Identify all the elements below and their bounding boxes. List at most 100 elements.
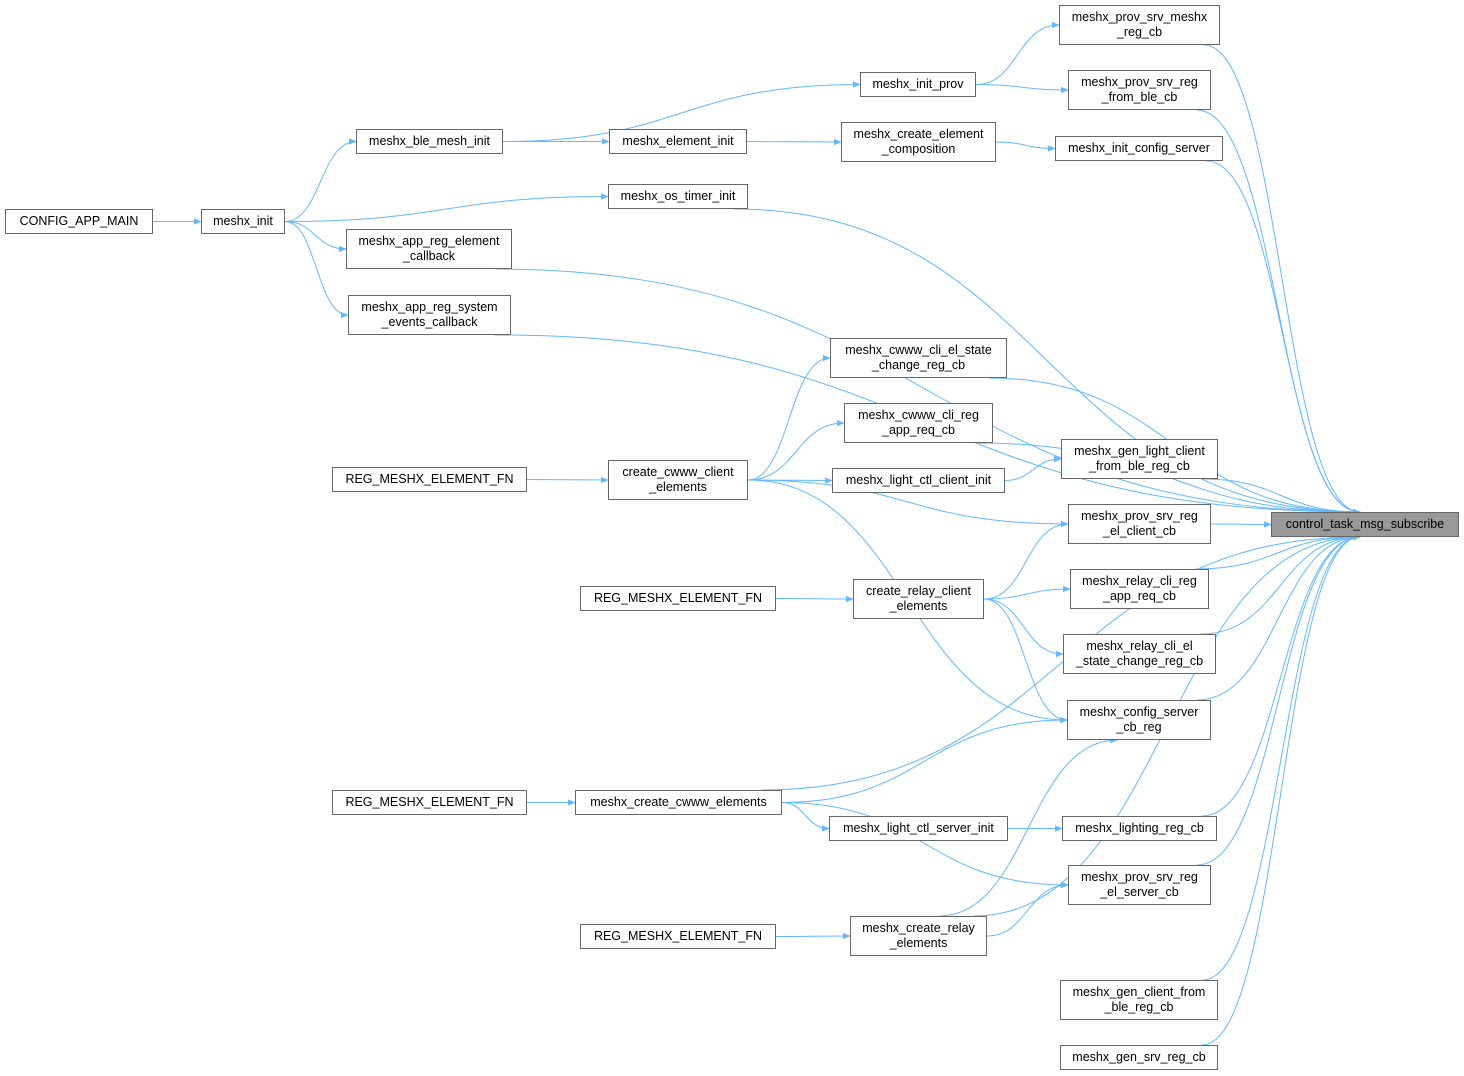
node-label: meshx_config_server _cb_reg — [1079, 705, 1199, 734]
node-app-reg-sys-cb[interactable]: meshx_app_reg_system _events_callback — [348, 295, 511, 335]
node-app-reg-elem-cb[interactable]: meshx_app_reg_element _callback — [346, 229, 512, 269]
edge-prov_srv_reg_from_ble_cb-to-target — [1196, 109, 1361, 516]
edge-create_cwww_client-to-cwww_cli_el_state — [747, 354, 831, 481]
node-meshx-init[interactable]: meshx_init — [201, 209, 285, 234]
edge-init_prov-to-prov_srv_meshx_reg_cb — [975, 21, 1060, 85]
node-label: meshx_relay_cli_el _state_change_reg_cb — [1075, 639, 1204, 668]
edge-prov_srv_el_server-to-target — [1196, 533, 1361, 866]
node-create-cwww-client[interactable]: create_cwww_client _elements — [608, 460, 748, 500]
node-ble-mesh-init[interactable]: meshx_ble_mesh_init — [356, 129, 503, 154]
node-config-server-cb-reg[interactable]: meshx_config_server _cb_reg — [1067, 700, 1211, 740]
node-gen-light-client[interactable]: meshx_gen_light_client _from_ble_reg_cb — [1061, 439, 1218, 479]
node-label: meshx_cwww_cli_el_state _change_reg_cb — [845, 343, 992, 372]
edge-create_cwww_elements-to-light_ctl_server_init — [781, 802, 830, 832]
edge-light_ctl_client_init-to-gen_light_client — [1004, 455, 1062, 481]
node-prov-srv-meshx-reg-cb[interactable]: meshx_prov_srv_meshx _reg_cb — [1059, 5, 1220, 45]
node-reg2[interactable]: REG_MESHX_ELEMENT_FN — [580, 586, 776, 611]
node-relay-cli-el-state[interactable]: meshx_relay_cli_el _state_change_reg_cb — [1063, 634, 1216, 674]
node-gen-client-from-ble[interactable]: meshx_gen_client_from _ble_reg_cb — [1060, 980, 1218, 1020]
edge-init_prov-to-prov_srv_reg_from_ble_cb — [975, 84, 1069, 94]
node-light-ctl-server-init[interactable]: meshx_light_ctl_server_init — [829, 816, 1008, 841]
edge-prov_srv_meshx_reg_cb-to-target — [1203, 44, 1361, 516]
edge-create_relay_client-to-prov_srv_el_client — [983, 520, 1069, 600]
node-label: meshx_init_config_server — [1068, 141, 1210, 155]
edge-ble_mesh_init-to-init_prov — [502, 81, 861, 142]
node-cwww-cli-reg-app[interactable]: meshx_cwww_cli_reg _app_req_cb — [844, 403, 993, 443]
node-label: meshx_init — [213, 214, 273, 228]
node-create-elem-comp[interactable]: meshx_create_element _composition — [841, 122, 996, 162]
edge-gen_client_from_ble-to-target — [1202, 533, 1361, 981]
edge-create_relay_client-to-relay_cli_reg_app — [983, 585, 1071, 600]
node-os-timer-init[interactable]: meshx_os_timer_init — [608, 184, 748, 209]
node-label: meshx_light_ctl_client_init — [845, 473, 992, 487]
node-label: control_task_msg_subscribe — [1285, 517, 1445, 531]
node-label: REG_MESHX_ELEMENT_FN — [593, 591, 763, 605]
node-label: meshx_element_init — [622, 134, 734, 148]
node-label: meshx_lighting_reg_cb — [1075, 821, 1204, 835]
edge-create_relay_elements-to-config_server_cb_reg — [939, 736, 1119, 917]
node-label: meshx_gen_srv_reg_cb — [1072, 1050, 1206, 1064]
node-label: meshx_prov_srv_reg _from_ble_cb — [1081, 75, 1198, 104]
edge-create_relay_client-to-config_server_cb_reg — [983, 598, 1068, 724]
node-label: meshx_create_cwww_elements — [590, 795, 767, 809]
edge-config_server_cb_reg-to-target — [1196, 533, 1361, 701]
node-label: meshx_app_reg_element _callback — [358, 234, 500, 263]
node-label: meshx_relay_cli_reg _app_req_cb — [1082, 574, 1197, 603]
node-label: create_relay_client _elements — [866, 584, 971, 613]
node-label: create_cwww_client _elements — [622, 465, 734, 494]
node-prov-srv-reg-from-ble-cb[interactable]: meshx_prov_srv_reg _from_ble_cb — [1068, 70, 1211, 110]
edge-gen_light_client-to-target — [1202, 478, 1361, 516]
node-label: meshx_ble_mesh_init — [369, 134, 490, 148]
node-target[interactable]: control_task_msg_subscribe — [1271, 512, 1459, 537]
node-init-config-server[interactable]: meshx_init_config_server — [1055, 136, 1223, 161]
node-label: meshx_light_ctl_server_init — [843, 821, 994, 835]
node-app-main[interactable]: CONFIG_APP_MAIN — [5, 209, 153, 234]
node-element-init[interactable]: meshx_element_init — [609, 129, 747, 154]
node-label: REG_MESHX_ELEMENT_FN — [345, 795, 514, 809]
edge-create_cwww_client-to-prov_srv_el_client — [747, 479, 1069, 528]
edge-init_config_server-to-target — [1206, 160, 1361, 516]
node-label: meshx_create_relay _elements — [862, 921, 975, 950]
node-lighting-reg-cb[interactable]: meshx_lighting_reg_cb — [1062, 816, 1217, 841]
node-label: REG_MESHX_ELEMENT_FN — [593, 929, 763, 943]
node-cwww-cli-el-state[interactable]: meshx_cwww_cli_el_state _change_reg_cb — [830, 338, 1007, 378]
node-label: meshx_app_reg_system _events_callback — [361, 300, 498, 329]
edge-gen_srv_reg_cb-to-target — [1202, 533, 1361, 1046]
edge-create_cwww_elements-to-target — [761, 533, 1361, 791]
node-light-ctl-client-init[interactable]: meshx_light_ctl_client_init — [832, 468, 1005, 493]
edge-element_init-to-create_elem_comp — [746, 138, 842, 146]
edge-create_cwww_client-to-cwww_cli_reg_app — [747, 419, 845, 481]
edge-create_relay_elements-to-prov_srv_el_server — [986, 881, 1069, 937]
node-label: meshx_cwww_cli_reg _app_req_cb — [858, 408, 979, 437]
node-label: meshx_os_timer_init — [620, 189, 736, 203]
edge-create_elem_comp-to-init_config_server — [995, 141, 1056, 152]
edge-meshx_init-to-os_timer_init — [284, 193, 609, 222]
node-prov-srv-el-client[interactable]: meshx_prov_srv_reg _el_client_cb — [1068, 504, 1211, 544]
edge-relay_cli_el_state-to-target — [1200, 533, 1361, 635]
node-reg3[interactable]: REG_MESHX_ELEMENT_FN — [332, 790, 527, 815]
node-reg4[interactable]: REG_MESHX_ELEMENT_FN — [580, 924, 776, 949]
node-relay-cli-reg-app[interactable]: meshx_relay_cli_reg _app_req_cb — [1070, 569, 1209, 609]
node-prov-srv-el-server[interactable]: meshx_prov_srv_reg _el_server_cb — [1068, 865, 1211, 905]
node-label: meshx_prov_srv_reg _el_server_cb — [1081, 870, 1198, 899]
node-init-prov[interactable]: meshx_init_prov — [860, 72, 976, 97]
edge-reg2-to-create_relay_client — [775, 595, 854, 603]
node-gen-srv-reg-cb[interactable]: meshx_gen_srv_reg_cb — [1060, 1045, 1218, 1070]
node-label: REG_MESHX_ELEMENT_FN — [345, 472, 514, 486]
node-create-relay-client[interactable]: create_relay_client _elements — [853, 579, 984, 619]
node-label: meshx_gen_light_client _from_ble_reg_cb — [1074, 444, 1205, 473]
node-reg1[interactable]: REG_MESHX_ELEMENT_FN — [332, 467, 527, 492]
node-label: meshx_create_element _composition — [853, 127, 984, 156]
node-label: CONFIG_APP_MAIN — [19, 214, 139, 228]
edge-reg1-to-create_cwww_client — [526, 476, 609, 484]
node-create-relay-elements[interactable]: meshx_create_relay _elements — [850, 916, 987, 956]
edge-app_reg_elem_cb-to-target — [495, 268, 1361, 516]
edge-relay_cli_reg_app-to-target — [1195, 533, 1361, 570]
node-label: meshx_init_prov — [872, 77, 964, 91]
edge-create_cwww_elements-to-prov_srv_el_server — [781, 802, 1069, 889]
node-label: meshx_gen_client_from _ble_reg_cb — [1072, 985, 1206, 1014]
edge-create_cwww_elements-to-config_server_cb_reg — [781, 716, 1068, 803]
node-create-cwww-elements[interactable]: meshx_create_cwww_elements — [575, 790, 782, 815]
